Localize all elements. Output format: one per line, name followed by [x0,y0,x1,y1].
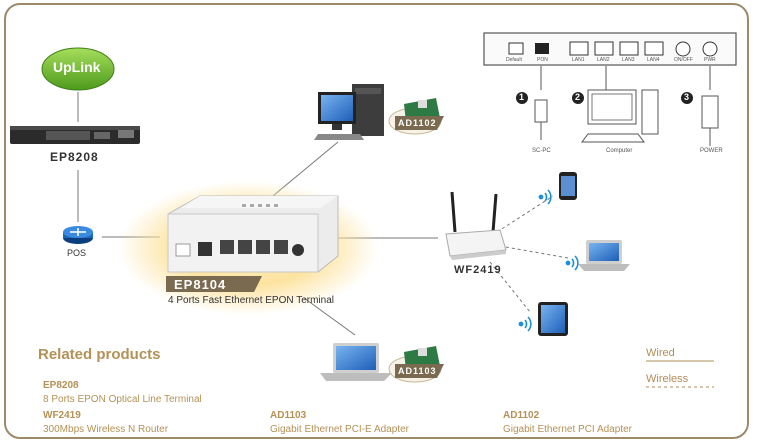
callout-1-number: 1 [519,92,525,102]
port-label-lan4: LAN4 [647,57,660,63]
terminal-tag-shape [166,276,262,292]
legend-wireless-label: Wireless [646,373,689,385]
laptop-bottom-shape [320,343,392,381]
terminal-label: EP8104 [174,277,227,292]
adapter-bottom-label: AD1103 [398,366,437,376]
port-label-lan1: LAN1 [572,57,585,63]
smartphone-shape [559,172,577,200]
related-item-name: AD1103 [270,410,307,421]
back-panel-shape [483,32,737,66]
related-item-desc: 8 Ports EPON Optical Line Terminal [43,394,202,405]
power-plug-shape [701,95,719,146]
adapter-top-tag-shape [395,116,444,130]
callout-1-marker [516,92,528,104]
related-item-desc: 300Mbps Wireless N Router [43,424,169,435]
related-item-name: AD1102 [503,410,540,421]
diagram-frame [4,3,749,439]
pos-label: POS [67,248,87,258]
router-label: WF2419 [454,264,502,276]
callout-markers [516,92,693,104]
router-to-phone-link [496,195,554,233]
epon-terminal-shape [167,195,339,273]
port-label-pon: PON [537,57,548,63]
port-label-lan3: LAN3 [622,57,635,63]
olt-device-shape [10,126,140,144]
port-label-default: Default [506,57,522,63]
back-panel-leads [540,66,711,92]
callout-2-label: Computer [606,148,633,154]
port-label-lan2: LAN2 [597,57,610,63]
related-item-name: EP8208 [43,380,79,391]
port-label-onoff: ON/OFF [674,57,693,63]
callout-1-label: SC-PC [532,148,551,154]
wireless-links [489,195,569,313]
laptop-right-shape [578,240,630,271]
callout-3-number: 3 [684,92,690,102]
legend-wired-label: Wired [646,347,675,359]
uplink-badge-shape [41,47,115,91]
callout-2-marker [572,92,584,104]
router-to-laptop-link [499,245,569,259]
router-to-tablet-link [489,261,531,313]
wireless-router-shape [445,191,507,260]
callout-3-label: POWER [700,148,723,154]
adapter-bottom-tag-shape [395,364,444,378]
related-heading: Related products [38,346,161,363]
terminal-subtitle: 4 Ports Fast Ethernet EPON Terminal [168,295,334,306]
sc-pc-connector-shape [534,99,548,140]
port-label-pwr: PWR [704,57,716,63]
desktop-pc-shape [314,84,384,140]
olt-label: EP8208 [50,150,99,164]
tablet-shape [538,302,568,336]
related-item-name: WF2419 [43,410,81,421]
uplink-label: UpLink [53,59,101,75]
pos-router-shape [63,226,93,244]
wifi-icons [518,189,579,332]
computer-back-shape [581,89,659,143]
callout-3-marker [681,92,693,104]
callout-2-number: 2 [575,92,581,102]
related-item-desc: Gigabit Ethernet PCI Adapter [503,424,632,435]
related-item-desc: Gigabit Ethernet PCI-E Adapter [270,424,409,435]
adapter-top-label: AD1102 [398,118,437,128]
